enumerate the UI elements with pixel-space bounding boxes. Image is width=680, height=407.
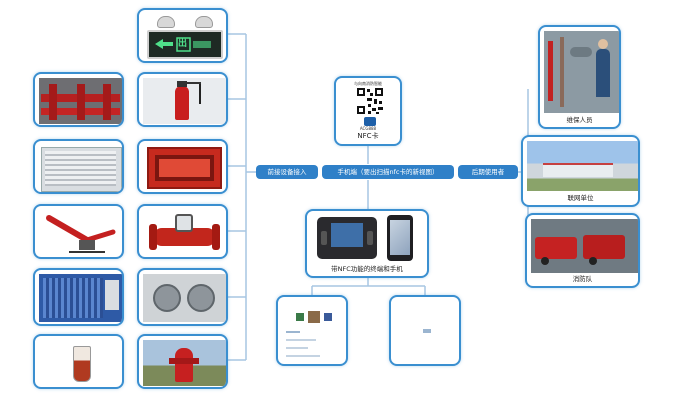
- hub-right-label: 后期使用者: [458, 165, 518, 179]
- fire-pump-room-image: [33, 72, 124, 127]
- nfc-card-caption: NFC卡: [357, 132, 379, 140]
- maintenance-staff-card: 维保人员: [538, 25, 621, 129]
- qr-code-icon: [356, 87, 384, 115]
- fire-brigade-card: 消防队: [525, 213, 640, 288]
- phone-screen-left: [276, 295, 348, 366]
- nfc-card-id: ACG888: [359, 126, 377, 131]
- hydrant-icon: [175, 348, 193, 382]
- nfc-card-title: 与向南消防智能: [354, 81, 382, 86]
- nfc-devices-caption: 带NFC功能的终端和手机: [331, 265, 403, 273]
- rolling-shutter-image: [33, 268, 124, 326]
- beaker-icon: [73, 346, 91, 382]
- emergency-lamp-left: [157, 16, 175, 28]
- air-vent-image: [33, 139, 124, 194]
- emergency-lamp-right: [195, 16, 213, 28]
- water-sample-image: [33, 334, 124, 389]
- exhaust-fan-image: [137, 268, 228, 326]
- smartphone-icon: [387, 215, 413, 261]
- phone-screen-right: [389, 295, 461, 366]
- networked-unit-card: 联网单位: [521, 135, 640, 207]
- extinguisher-icon: [175, 86, 189, 120]
- exit-sign-image: 出: [137, 8, 228, 63]
- fire-damper-image: [137, 139, 228, 194]
- water-cannon-image: [33, 204, 124, 259]
- networked-unit-caption: 联网单位: [567, 194, 594, 202]
- hub-center-label: 手机端（要出扫描nfc卡的新视图）: [322, 165, 454, 179]
- nfc-logo-icon: [364, 117, 376, 126]
- nfc-devices-panel: 带NFC功能的终端和手机: [305, 209, 429, 278]
- nfc-card: 与向南消防智能 ACG888 NFC卡: [334, 76, 402, 146]
- fire-brigade-caption: 消防队: [572, 275, 593, 283]
- exit-arrow-icon: [155, 37, 211, 52]
- maintenance-staff-caption: 维保人员: [566, 116, 593, 124]
- flow-meter-image: [137, 204, 228, 259]
- fire-truck-icon: [535, 237, 577, 259]
- rugged-terminal-icon: [317, 217, 377, 259]
- fire-hydrant-image: [137, 334, 228, 389]
- hub-left-label: 前接设备接入: [256, 165, 318, 179]
- exit-sign-panel: 出: [147, 30, 223, 59]
- exit-sign-text: 出: [178, 39, 188, 49]
- fire-extinguisher-image: [137, 72, 228, 127]
